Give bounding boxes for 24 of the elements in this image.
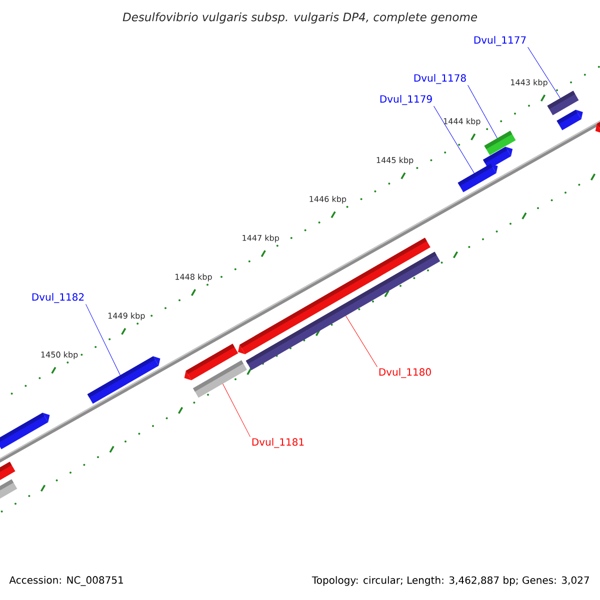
tick-label: 1446 kbp [310,196,346,204]
genome-info-text: Topology: circular; Length: 3,462,887 bp; Genes: 3,027 [312,576,589,586]
gene-bar [458,164,498,192]
leader-line [222,384,250,438]
gene-label: Dvul_1181 [252,438,304,448]
tick-label: 1445 kbp [376,156,414,165]
tick-label: 1448 kbp [176,274,212,282]
gene-label: Dvul_1179 [380,95,432,105]
leader-line [86,304,120,376]
leader-line [468,84,498,138]
gene-bar [484,130,516,156]
accession-text: Accession: NC_008751 [9,576,123,586]
leader-line [434,106,474,174]
gene-bar [547,90,579,116]
gene-bar [87,356,160,404]
leader-line [346,316,378,368]
gene-bar [193,360,247,398]
gene-label: Dvul_1177 [474,36,526,46]
leader-line [528,46,560,98]
tick-label: 1449 kbp [108,312,145,320]
gene-label: Dvul_1180 [379,368,431,378]
gene-label: Dvul_1182 [32,293,84,303]
title: Desulfovibrio vulgaris subsp. vulgaris DP4, complete genome [122,12,478,24]
gene-label: Dvul_1178 [414,74,466,84]
